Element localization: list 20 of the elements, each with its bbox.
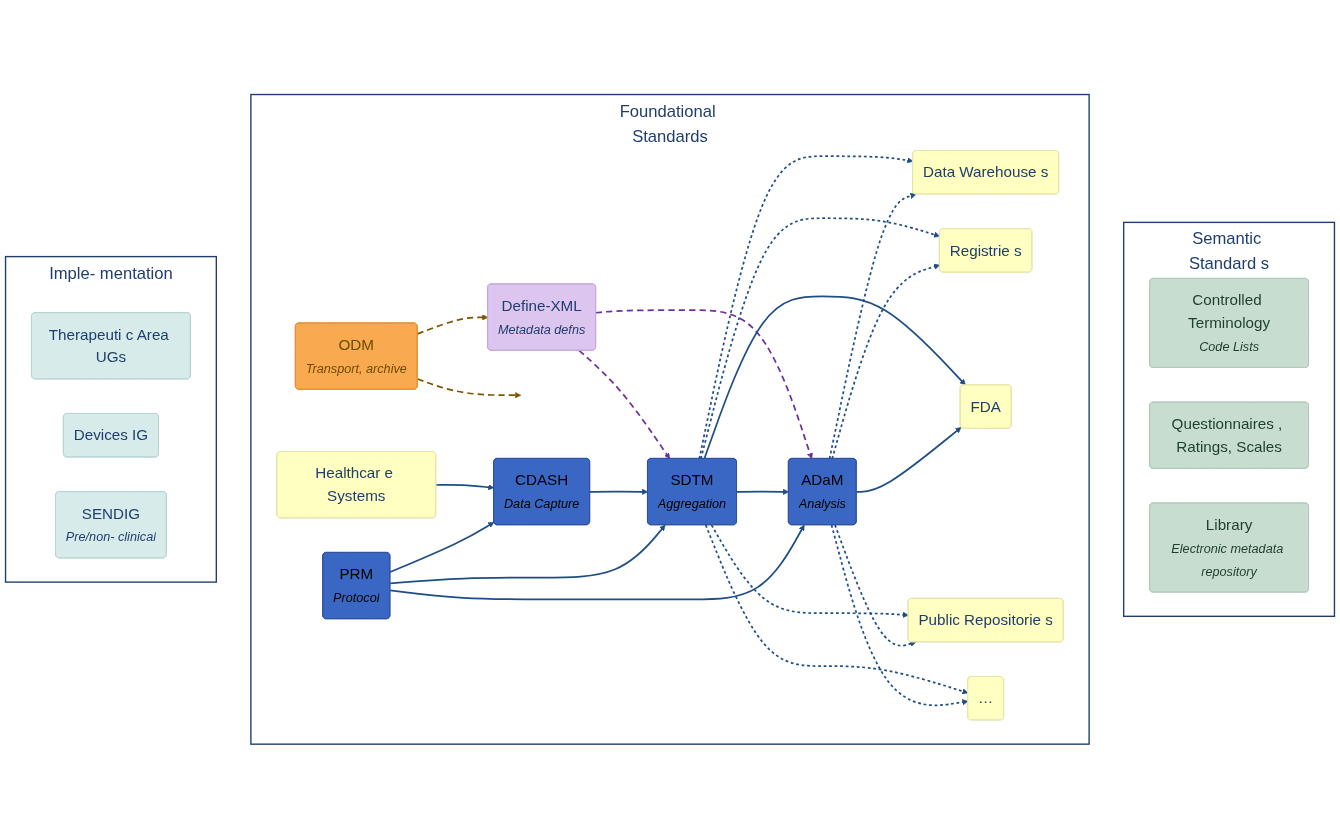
arrow [595,308,813,459]
arrow [435,483,495,490]
arrow [389,524,666,584]
arrow [736,488,789,495]
arrow [855,426,962,493]
arrow [704,523,969,694]
arrow [389,524,805,600]
arrow [700,217,940,460]
arrow [828,192,917,460]
arrow [389,521,495,573]
arrow [831,263,940,460]
arrow [830,523,969,706]
arrow [710,523,909,618]
arrow [416,313,489,335]
arrow [703,295,966,460]
arrow [698,155,914,460]
arrow [589,488,649,495]
arrow [578,349,670,459]
arrow [416,377,522,398]
arrow [834,523,917,647]
